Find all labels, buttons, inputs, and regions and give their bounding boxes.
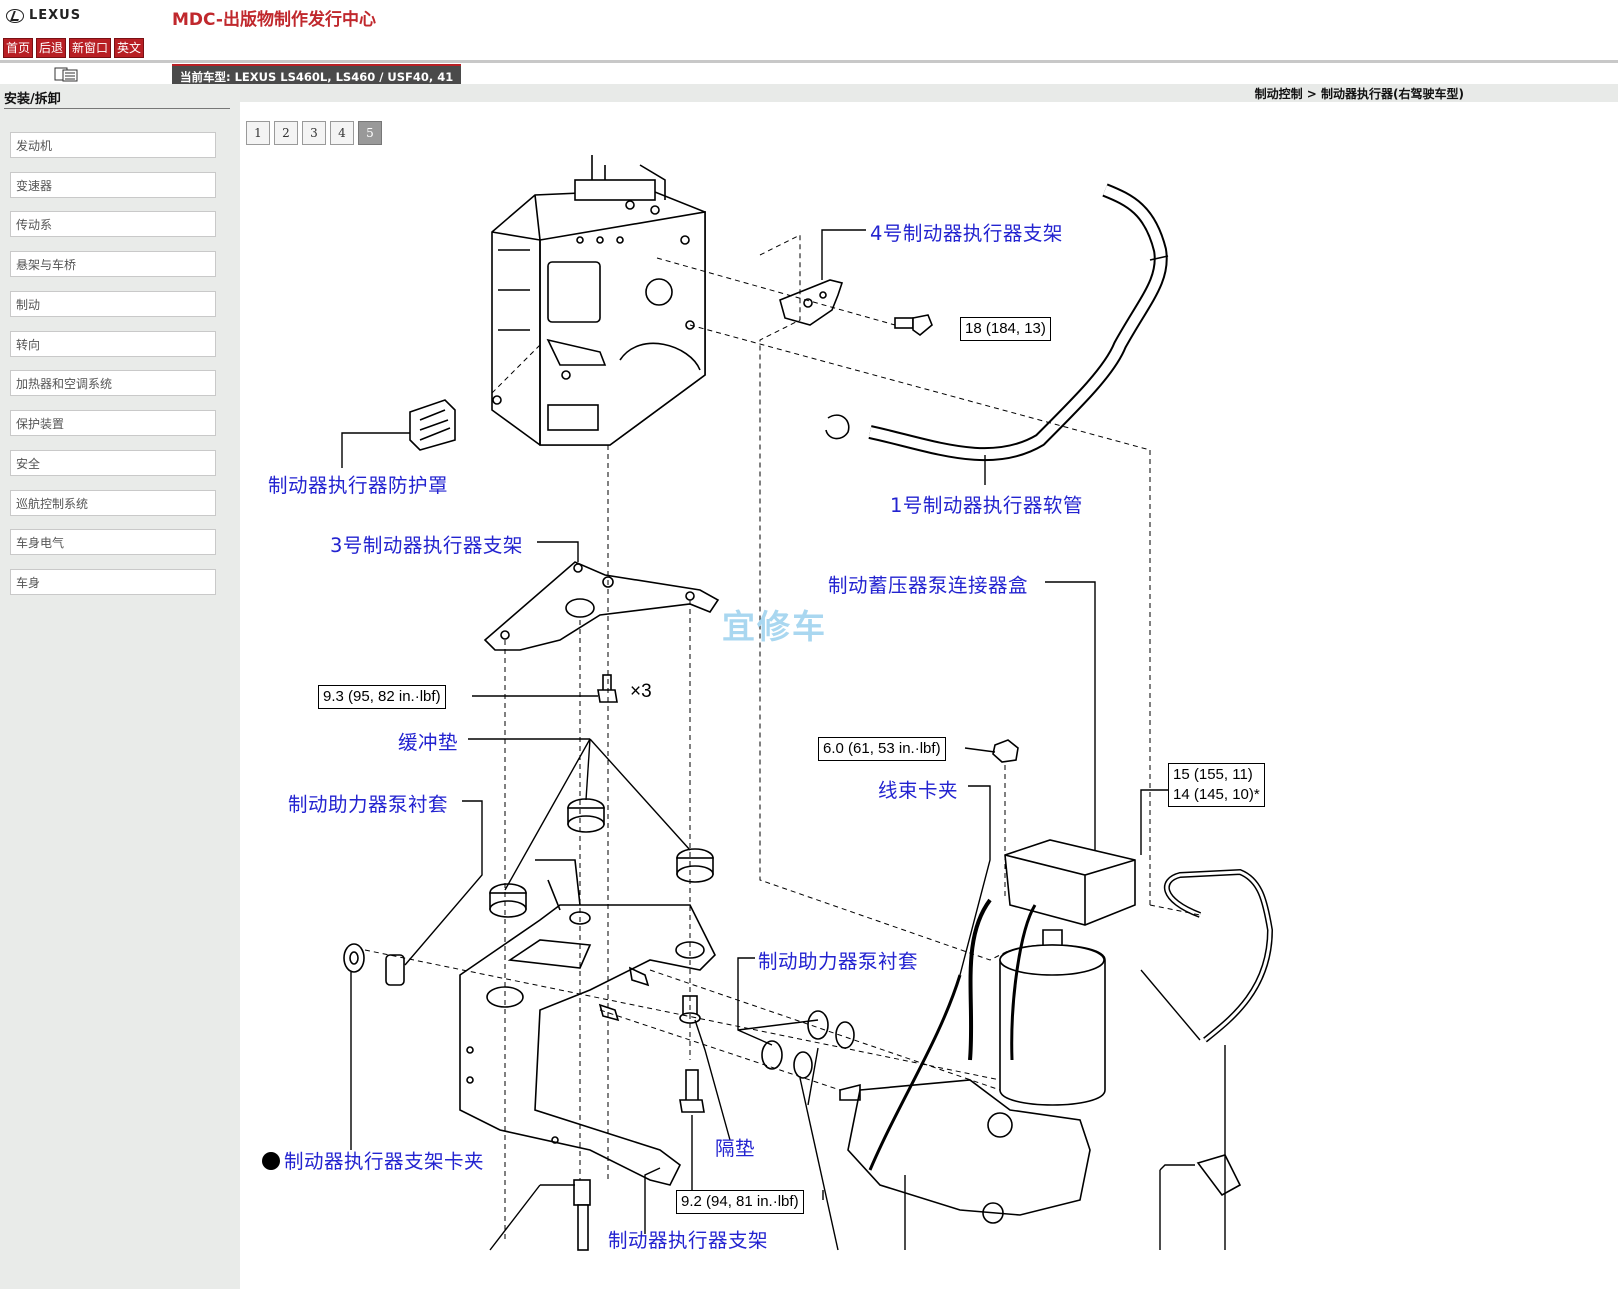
diagram-drawing xyxy=(341,155,1274,1251)
label-bracket-clip: 制动器执行器支架卡夹 xyxy=(262,1145,484,1174)
bolt-92-drawing xyxy=(679,1069,705,1113)
label-actuator-protector: 制动器执行器防护罩 xyxy=(268,474,449,497)
new-part-bullet-icon xyxy=(262,1152,280,1170)
bottom-bolt-drawing xyxy=(573,1179,591,1251)
sidebar-item-protection[interactable]: 保护装置 xyxy=(10,410,216,436)
app-title: MDC-出版物制作发行中心 xyxy=(172,10,376,30)
callout-leader-lines xyxy=(341,229,1226,1251)
label-spacer: 隔垫 xyxy=(715,1137,756,1160)
label-connector-box: 制动蓄压器泵连接器盒 xyxy=(828,574,1029,597)
sidebar xyxy=(0,84,240,1289)
assembly-guide-lines xyxy=(364,234,1201,1240)
parts-diagram: 宜修车 4号制动器执行器支架 制动器执行器防护罩 1号制动器执行器软管 3号制动… xyxy=(240,150,1618,1289)
label-pump-bushing-left: 制动助力器泵衬套 xyxy=(288,793,449,816)
sidebar-item-suspension[interactable]: 悬架与车桥 xyxy=(10,251,216,277)
app-header: LEXUS MDC-出版物制作发行中心 首页 后退 新窗口 英文 xyxy=(0,0,1618,63)
page-2-button[interactable]: 2 xyxy=(274,121,298,145)
back-button[interactable]: 后退 xyxy=(36,38,67,58)
bolt-93-drawing xyxy=(597,674,618,703)
actuator-bracket-drawing xyxy=(459,859,716,1186)
torque-spec-18: 18 (184, 13) xyxy=(960,317,1051,341)
washer-drawing xyxy=(343,943,365,973)
accumulator-pump-drawing xyxy=(839,839,1136,1224)
page-navigator: 1 2 3 4 5 xyxy=(246,121,382,145)
lexus-emblem-icon xyxy=(6,8,24,23)
brake-tube-drawing xyxy=(1163,868,1274,1197)
current-model-bar: 当前车型: LEXUS LS460L, LS460 / USF40, 41 xyxy=(172,64,462,86)
torque-spec-15-14: 15 (155, 11) 14 (145, 10)* xyxy=(1168,763,1265,807)
sidebar-item-transmission[interactable]: 变速器 xyxy=(10,172,216,198)
sidebar-item-safety[interactable]: 安全 xyxy=(10,450,216,476)
quantity-multiplier: ×3 xyxy=(630,681,652,702)
watermark: 宜修车 xyxy=(722,607,827,646)
label-bracket-3: 3号制动器执行器支架 xyxy=(330,534,523,557)
home-button[interactable]: 首页 xyxy=(3,38,34,58)
cushion-drawing xyxy=(489,798,714,918)
sidebar-item-hvac[interactable]: 加热器和空调系统 xyxy=(10,370,216,396)
breadcrumb: 制动控制 > 制动器执行器(右驾驶车型) xyxy=(1254,87,1464,101)
page-4-button[interactable]: 4 xyxy=(330,121,354,145)
label-bracket: 制动器执行器支架 xyxy=(608,1229,769,1252)
pump-bushing-right-drawing xyxy=(761,1010,855,1079)
sidebar-item-steering[interactable]: 转向 xyxy=(10,331,216,357)
bracket-clip-drawing xyxy=(385,954,405,986)
bolt-18-drawing xyxy=(894,314,933,337)
torque-spec-15: 15 (155, 11) xyxy=(1173,766,1253,783)
label-pump-bushing-right: 制动助力器泵衬套 xyxy=(758,950,919,973)
torque-spec-93: 9.3 (95, 82 in.·lbf) xyxy=(318,685,446,709)
brand-text: LEXUS xyxy=(29,8,82,23)
manual-book-icon[interactable] xyxy=(53,66,81,82)
nav-buttons: 首页 后退 新窗口 英文 xyxy=(3,38,145,58)
sidebar-item-drivetrain[interactable]: 传动系 xyxy=(10,211,216,237)
sidebar-item-body[interactable]: 车身 xyxy=(10,569,216,595)
page-1-button[interactable]: 1 xyxy=(246,121,270,145)
brake-actuator-drawing xyxy=(491,155,706,446)
sidebar-divider xyxy=(4,108,230,109)
hose-clamp-drawing xyxy=(825,414,850,440)
new-window-button[interactable]: 新窗口 xyxy=(69,38,112,58)
lexus-logo: LEXUS xyxy=(6,8,81,23)
bracket-3-drawing xyxy=(483,561,720,651)
english-button[interactable]: 英文 xyxy=(114,38,145,58)
nut-60-drawing xyxy=(992,739,1019,763)
sidebar-item-engine[interactable]: 发动机 xyxy=(10,132,216,158)
bracket-4-drawing xyxy=(779,279,844,326)
label-bracket-clip-text: 制动器执行器支架卡夹 xyxy=(284,1150,485,1173)
label-hose-1: 1号制动器执行器软管 xyxy=(890,494,1083,517)
sidebar-item-cruise-control[interactable]: 巡航控制系统 xyxy=(10,490,216,516)
hose-1-drawing xyxy=(868,183,1169,462)
page-5-button[interactable]: 5 xyxy=(358,121,382,145)
actuator-protector-drawing xyxy=(409,399,456,451)
sidebar-item-body-electrical[interactable]: 车身电气 xyxy=(10,529,216,555)
sidebar-heading: 安装/拆卸 xyxy=(4,92,61,107)
label-bracket-4: 4号制动器执行器支架 xyxy=(870,222,1063,245)
label-harness-clamp: 线束卡夹 xyxy=(878,779,959,802)
page-3-button[interactable]: 3 xyxy=(302,121,326,145)
content-header-bar xyxy=(240,84,1618,102)
torque-spec-92: 9.2 (94, 81 in.·lbf) xyxy=(676,1190,804,1214)
torque-spec-60: 6.0 (61, 53 in.·lbf) xyxy=(818,737,946,761)
torque-spec-14: 14 (145, 10)* xyxy=(1173,786,1260,803)
sidebar-item-brake[interactable]: 制动 xyxy=(10,291,216,317)
label-cushion: 缓冲垫 xyxy=(398,731,459,754)
